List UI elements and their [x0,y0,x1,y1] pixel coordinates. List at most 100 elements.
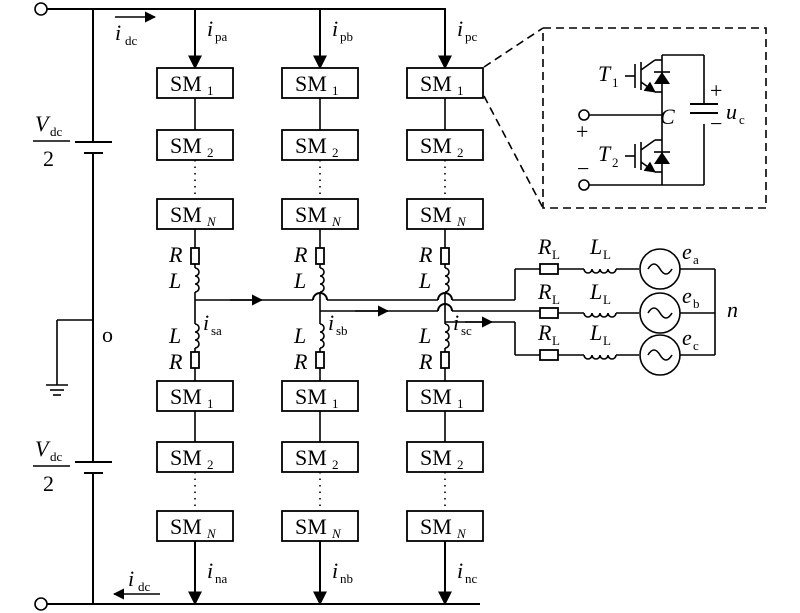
lower-current-base: i [457,558,463,583]
source-base: e [682,239,692,264]
submodule-terminals: + − [576,109,662,191]
idc-top-base: i [115,20,121,45]
uc-sub: c [739,112,745,127]
sm-sub: 2 [332,457,339,472]
sm-sub: N [331,214,342,229]
arm-upper-R: R [418,242,433,267]
sm-sub: 1 [457,396,464,411]
sm-sub: N [456,526,467,541]
submodule-detail: T 1 T 2 + − C + − u c [483,27,767,209]
vdc-lower-sub: dc [50,449,63,464]
upper-current-base: i [457,16,463,41]
ll-base: L [589,234,602,259]
submodule-lower-1: SM 2 [156,441,234,473]
ac-current-sub: sa [211,323,222,338]
arm-upper-L: L [168,268,181,293]
arm-lower-R: R [168,349,183,374]
ac-current-sub: sc [461,323,472,338]
upper-current-sub: pc [465,29,478,44]
sm-sub: 1 [207,83,214,98]
ac-current-base: i [328,310,334,335]
terminal-minus: − [577,156,589,181]
sm-base: SM [295,514,327,539]
neutral-label: n [727,297,738,322]
idc-bottom-base: i [128,566,134,591]
sm-sub: 1 [332,396,339,411]
rl-base: R [537,279,552,304]
ll-base: L [589,320,602,345]
sm-base: SM [170,202,202,227]
submodule-lower-0: SM 1 [156,380,234,412]
sm-sub: 1 [207,396,214,411]
ll-sub: L [603,333,611,348]
ac-current-base: i [203,310,209,335]
ll-base: L [589,279,602,304]
sm-sub: 1 [332,83,339,98]
t1-base: T [598,61,612,86]
sm-base: SM [170,445,202,470]
arm-lower-L: L [418,323,431,348]
idc-top-sub: dc [125,33,138,48]
terminal-plus: + [576,119,588,144]
arm-upper-L: L [293,268,306,293]
t2-sub: 2 [612,155,619,170]
sm-base: SM [295,445,327,470]
cap-plus: + [710,78,722,103]
sm-base: SM [170,384,202,409]
sm-base: SM [170,514,202,539]
lower-current-base: i [207,558,213,583]
midpoint-ground: o [46,319,113,396]
sm-base: SM [295,202,327,227]
igbt-t1: T 1 [598,59,670,93]
arm-upper-L: L [418,268,431,293]
sm-sub: N [206,526,217,541]
midpoint-label: o [102,322,113,347]
ll-sub: L [603,247,611,262]
sm-base: SM [420,514,452,539]
sm-base: SM [420,133,452,158]
upper-current-sub: pa [215,29,228,44]
submodule-lower-2: SM N [281,510,359,542]
rl-base: R [537,234,552,259]
sm-sub: N [331,526,342,541]
vdc-lower-base: V [35,436,51,461]
sm-base: SM [420,71,452,96]
vdc-lower-two: 2 [43,471,54,496]
vdc-half-lower: V dc 2 [33,436,70,496]
sm-sub: N [456,214,467,229]
dc-current-top: i dc [115,11,157,48]
sm-sub: N [206,214,217,229]
source-sub: c [693,338,699,353]
igbt-t2: T 2 [598,139,670,173]
ll-sub: L [603,292,611,307]
t1-sub: 1 [612,75,619,90]
vdc-upper-base: V [35,111,51,136]
submodule-upper-2: SM N [156,198,234,230]
dc-source-column [75,9,112,604]
upper-current-base: i [207,16,213,41]
sm-sub: 2 [332,145,339,160]
sm-sub: 2 [207,145,214,160]
sm-sub: 2 [207,457,214,472]
submodule-lower-2: SM N [406,510,484,542]
source-sub: b [693,296,700,311]
rl-sub: L [552,292,560,307]
rl-sub: L [552,333,560,348]
arm-upper-R: R [293,242,308,267]
arm-lower-L: L [293,323,306,348]
sm-base: SM [170,133,202,158]
vdc-upper-two: 2 [43,146,54,171]
